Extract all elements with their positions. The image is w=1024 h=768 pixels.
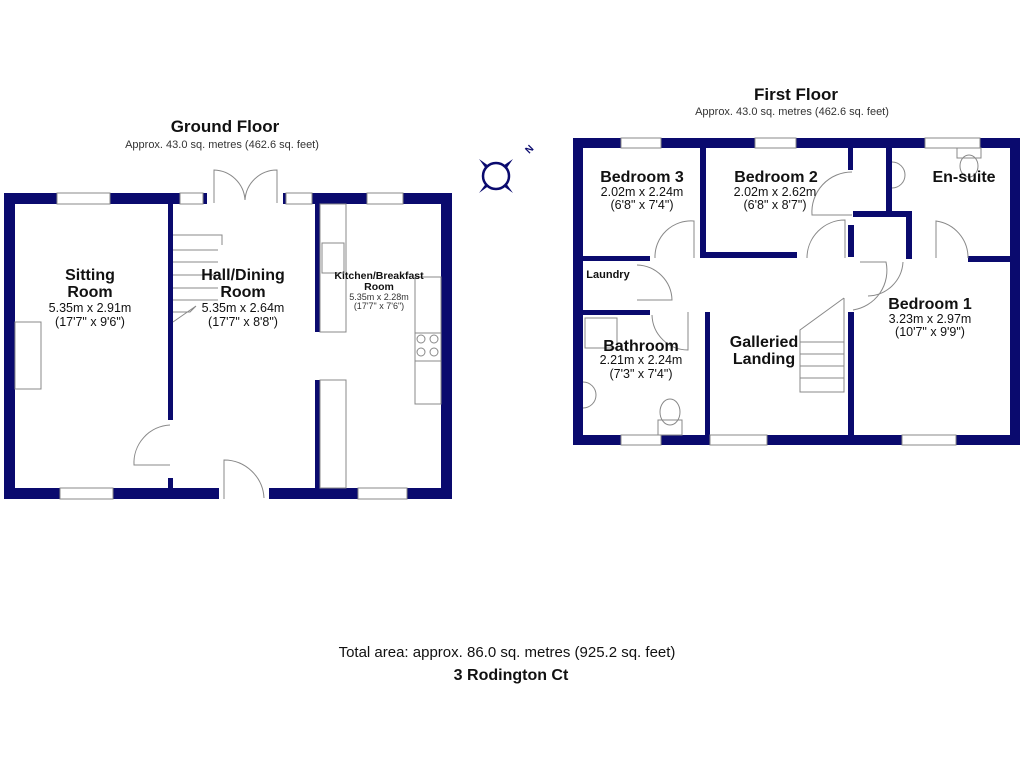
room-dimensions-imperial: (17'7" x 7'6") (354, 301, 404, 311)
ground-floor-walls (4, 193, 452, 499)
ground-floor-fixtures (14, 203, 442, 489)
room-dimensions-imperial: (7'3" x 7'4") (610, 367, 673, 381)
room-dimensions-metric: 3.23m x 2.97m (889, 312, 972, 326)
room-name: Hall/Dining (201, 267, 285, 284)
compass-north-label: N (523, 143, 536, 156)
total-area: Total area: approx. 86.0 sq. metres (925… (339, 644, 676, 661)
room-name: Laundry (586, 269, 630, 281)
ground-floor-windows (56, 192, 408, 500)
room-bedroom-2: Bedroom 2 2.02m x 2.62m (6'8" x 8'7") (734, 169, 818, 212)
first-floor-windows (620, 137, 981, 446)
room-dimensions-metric: 2.02m x 2.62m (734, 185, 817, 199)
room-name: Bedroom 3 (600, 169, 684, 186)
ground-floor-title: Ground Floor (171, 117, 280, 136)
room-dimensions-metric: 2.21m x 2.24m (600, 353, 683, 367)
ground-floor-area: Approx. 43.0 sq. metres (462.6 sq. feet) (125, 139, 319, 151)
room-name: Room (67, 284, 112, 301)
property-address: 3 Rodington Ct (454, 667, 569, 684)
compass-icon: N (479, 143, 536, 193)
room-bedroom-3: Bedroom 3 2.02m x 2.24m (6'8" x 7'4") (600, 169, 684, 212)
room-dimensions-imperial: (6'8" x 8'7") (744, 198, 807, 212)
first-floor-title: First Floor (754, 85, 838, 104)
room-dimensions-metric: 2.02m x 2.24m (601, 185, 684, 199)
room-bathroom: Bathroom 2.21m x 2.24m (7'3" x 7'4") (600, 338, 683, 381)
room-dimensions-imperial: (17'7" x 9'6") (55, 315, 125, 329)
first-floor-fixtures (582, 147, 982, 436)
room-name: Kitchen/Breakfast (334, 270, 424, 282)
room-name: Landing (733, 351, 795, 368)
room-dimensions-imperial: (10'7" x 9'9") (895, 325, 965, 339)
room-name: Sitting (65, 267, 115, 284)
room-name: En-suite (932, 169, 995, 186)
first-floor-walls (573, 138, 1020, 445)
room-name: Bathroom (603, 338, 679, 355)
room-sitting-room: Sitting Room 5.35m x 2.91m (17'7" x 9'6"… (49, 267, 132, 329)
room-name: Room (364, 281, 394, 293)
room-name: Bedroom 2 (734, 169, 818, 186)
room-hall-dining: Hall/Dining Room 5.35m x 2.64m (17'7" x … (201, 267, 285, 329)
room-laundry: Laundry (586, 269, 630, 281)
room-dimensions-imperial: (17'7" x 8'8") (208, 315, 278, 329)
room-en-suite: En-suite (932, 169, 995, 186)
room-name: Room (220, 284, 265, 301)
ground-floor-plan: Ground Floor Approx. 43.0 sq. metres (46… (4, 117, 452, 500)
ground-floor-doors (133, 169, 278, 499)
room-dimensions-metric: 5.35m x 2.28m (349, 292, 409, 302)
room-kitchen-breakfast: Kitchen/Breakfast Room 5.35m x 2.28m (17… (334, 270, 424, 311)
first-floor-area: Approx. 43.0 sq. metres (462.6 sq. feet) (695, 106, 889, 118)
first-floor-plan: First Floor Approx. 43.0 sq. metres (462… (573, 85, 1020, 446)
room-dimensions-metric: 5.35m x 2.91m (49, 301, 132, 315)
room-dimensions-metric: 5.35m x 2.64m (202, 301, 285, 315)
room-bedroom-1: Bedroom 1 3.23m x 2.97m (10'7" x 9'9") (888, 296, 972, 339)
room-name: Galleried (730, 334, 798, 351)
room-galleried-landing: Galleried Landing (730, 334, 798, 368)
room-dimensions-imperial: (6'8" x 7'4") (611, 198, 674, 212)
first-floor-doors (636, 171, 969, 351)
room-name: Bedroom 1 (888, 296, 972, 313)
